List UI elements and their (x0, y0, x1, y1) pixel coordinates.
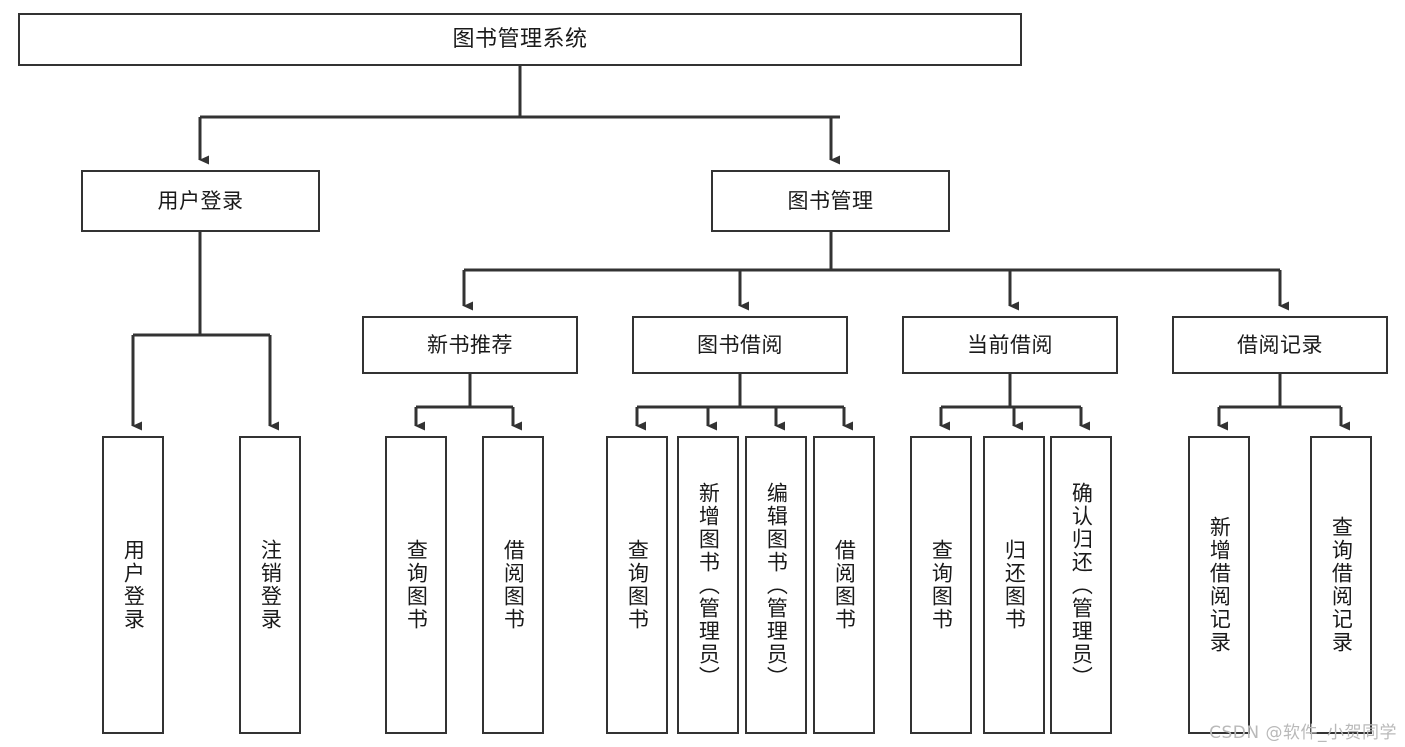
node-leaf-add-borrow-record[interactable]: 新增借阅记录 (1188, 436, 1250, 734)
node-label: 借阅图书 (501, 539, 526, 631)
node-leaf-query-book-recommend[interactable]: 查询图书 (385, 436, 447, 734)
node-leaf-return-book[interactable]: 归还图书 (983, 436, 1045, 734)
node-label: 用户登录 (121, 539, 146, 631)
node-label: 借阅记录 (1237, 332, 1323, 357)
node-leaf-edit-book-admin[interactable]: 编辑图书（管理员） (745, 436, 807, 734)
node-leaf-user-logout[interactable]: 注销登录 (239, 436, 301, 734)
edge-group-book-borrow (635, 374, 853, 431)
node-label: 注销登录 (258, 539, 283, 631)
node-leaf-user-login[interactable]: 用户登录 (102, 436, 164, 734)
watermark-text: CSDN @软件_小贺同学 (1209, 723, 1397, 743)
node-label: 查询图书 (929, 539, 954, 631)
node-leaf-borrow-book-recommend[interactable]: 借阅图书 (482, 436, 544, 734)
node-leaf-query-borrow-record[interactable]: 查询借阅记录 (1310, 436, 1372, 734)
edge-group-new-book-rec (414, 374, 522, 431)
node-leaf-borrow-book[interactable]: 借阅图书 (813, 436, 875, 734)
node-label: 归还图书 (1002, 539, 1027, 631)
edge-group-user-login (131, 232, 279, 431)
node-label: 借阅图书 (832, 539, 857, 631)
node-label: 查询图书 (625, 539, 650, 631)
node-leaf-add-book-admin[interactable]: 新增图书（管理员） (677, 436, 739, 734)
node-label: 查询图书 (404, 539, 429, 631)
node-book-manage[interactable]: 图书管理 (711, 170, 950, 232)
node-new-book-recommend[interactable]: 新书推荐 (362, 316, 578, 374)
node-user-login[interactable]: 用户登录 (81, 170, 320, 232)
node-label: 新增借阅记录 (1207, 516, 1232, 654)
node-label: 当前借阅 (967, 332, 1053, 357)
node-leaf-query-book-borrow[interactable]: 查询图书 (606, 436, 668, 734)
node-label: 用户登录 (157, 188, 244, 213)
node-label: 新书推荐 (427, 332, 513, 357)
node-label: 确认归还（管理员） (1069, 481, 1094, 689)
edge-group-root (198, 66, 840, 165)
node-label: 新增图书（管理员） (696, 481, 721, 689)
node-label: 编辑图书（管理员） (764, 481, 789, 689)
node-label: 图书借阅 (697, 332, 783, 357)
node-label: 图书管理 (787, 188, 874, 213)
node-leaf-query-book-current[interactable]: 查询图书 (910, 436, 972, 734)
node-root-system[interactable]: 图书管理系统 (18, 13, 1022, 66)
node-leaf-confirm-return-admin[interactable]: 确认归还（管理员） (1050, 436, 1112, 734)
node-label: 图书管理系统 (452, 26, 588, 52)
node-borrow-record[interactable]: 借阅记录 (1172, 316, 1388, 374)
edge-group-borrow-record (1217, 374, 1350, 431)
edge-group-book-manage (462, 232, 1289, 311)
node-book-borrow[interactable]: 图书借阅 (632, 316, 848, 374)
node-current-borrow[interactable]: 当前借阅 (902, 316, 1118, 374)
edge-group-current-borrow (939, 374, 1090, 431)
node-label: 查询借阅记录 (1329, 516, 1354, 654)
